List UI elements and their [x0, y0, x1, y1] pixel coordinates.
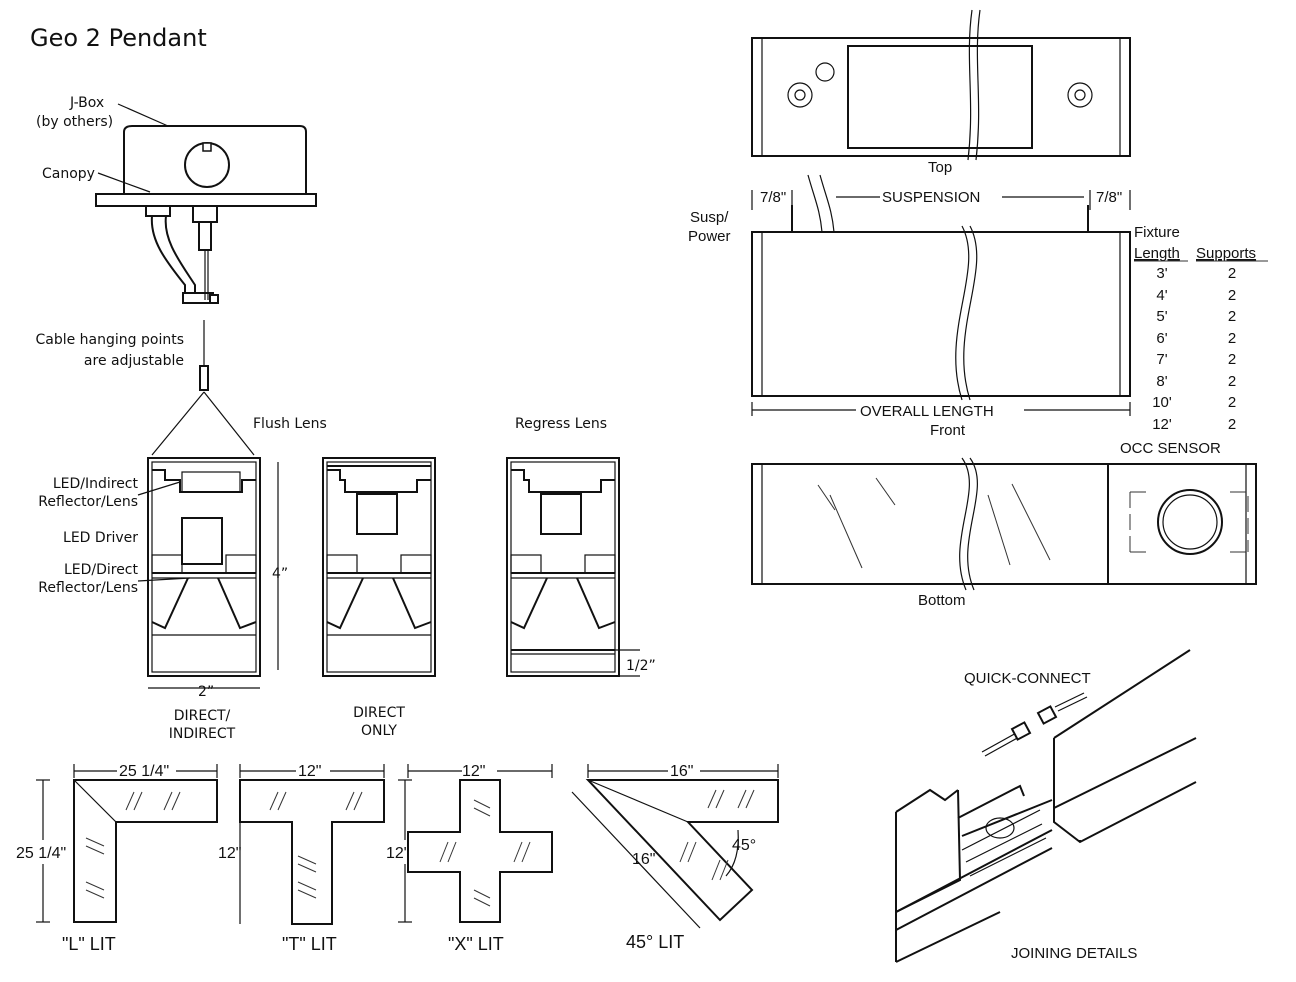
- table-row-supports: 2: [1228, 308, 1236, 325]
- table-header-fixture: Fixture: [1134, 224, 1180, 241]
- l-config-drawing: [36, 764, 218, 923]
- susp-power-label: Susp/: [690, 209, 729, 226]
- suspension-dimension: SUSPENSION: [882, 189, 980, 206]
- led-direct-label: LED/Direct: [64, 562, 139, 578]
- led-direct-label-2: Reflector/Lens: [38, 580, 138, 596]
- x-config-drawing: [398, 764, 553, 923]
- x-config-height-dimension: 12": [386, 845, 409, 862]
- section-regress-lens: [506, 457, 640, 677]
- t-config-label: "T" LIT: [282, 934, 337, 954]
- direct-only-caption: DIRECT: [353, 705, 405, 721]
- front-view-drawing: [751, 174, 1131, 416]
- regress-depth-dimension: 1/2”: [626, 658, 656, 674]
- t-config-height-dimension: 12": [218, 845, 241, 862]
- table-row-length: 10': [1152, 394, 1172, 411]
- top-view-label: Top: [928, 159, 952, 176]
- jbox-by-others-label: (by others): [36, 114, 113, 130]
- l-config-height-dimension: 25 1/4": [16, 845, 66, 862]
- supports-table: Fixture Length Supports 3' 2 4' 2 5' 2 6…: [1134, 224, 1268, 433]
- table-row-length: 6': [1156, 330, 1167, 347]
- regress-lens-label: Regress Lens: [515, 416, 607, 432]
- x-config-width-dimension: 12": [462, 763, 485, 780]
- table-row-length: 5': [1156, 308, 1167, 325]
- offset-right-dimension: 7/8": [1096, 189, 1122, 206]
- table-row-supports: 2: [1228, 394, 1236, 411]
- suspension-cable: [151, 320, 255, 456]
- height-dimension: 4”: [272, 566, 288, 582]
- 45-config-label: 45° LIT: [626, 932, 684, 952]
- front-view-label: Front: [930, 422, 966, 439]
- cable-note-line2: are adjustable: [84, 353, 184, 369]
- direct-indirect-caption-2: INDIRECT: [169, 726, 236, 742]
- section-direct-indirect: [137, 457, 279, 689]
- joining-details-label: JOINING DETAILS: [1011, 945, 1137, 962]
- table-row-supports: 2: [1228, 416, 1236, 433]
- bottom-view-label: Bottom: [918, 592, 966, 609]
- l-config-width-dimension: 25 1/4": [119, 763, 169, 780]
- t-config-drawing: [239, 764, 385, 925]
- susp-power-label-2: Power: [688, 228, 731, 245]
- 45-config-diagonal-dimension: 16": [632, 851, 655, 868]
- 45-config-width-dimension: 16": [670, 763, 693, 780]
- table-row-length: 4': [1156, 287, 1167, 304]
- occ-sensor-label: OCC SENSOR: [1120, 440, 1221, 457]
- 45-config-angle-label: 45°: [732, 837, 756, 854]
- top-view-drawing: [751, 9, 1131, 161]
- t-config-width-dimension: 12": [298, 763, 321, 780]
- canopy-mount-drawing: [95, 103, 317, 304]
- table-row-length: 8': [1156, 373, 1167, 390]
- page-title: Geo 2 Pendant: [30, 24, 207, 52]
- offset-left-dimension: 7/8": [760, 189, 786, 206]
- table-row-supports: 2: [1228, 330, 1236, 347]
- quick-connect-label: QUICK-CONNECT: [964, 670, 1091, 687]
- jbox-label: J-Box: [69, 95, 104, 111]
- table-row-supports: 2: [1228, 265, 1236, 282]
- table-header-length: Length: [1134, 245, 1180, 262]
- canopy-label: Canopy: [42, 166, 95, 182]
- led-driver-label: LED Driver: [63, 530, 138, 546]
- table-row-supports: 2: [1228, 373, 1236, 390]
- 45-config-drawing: [571, 764, 779, 929]
- x-config-label: "X" LIT: [448, 934, 504, 954]
- led-indirect-label: LED/Indirect: [53, 476, 139, 492]
- table-row-length: 7': [1156, 351, 1167, 368]
- direct-indirect-caption: DIRECT/: [174, 708, 231, 724]
- joining-details-drawing: [895, 649, 1197, 963]
- table-row-length: 3': [1156, 265, 1167, 282]
- flush-lens-label: Flush Lens: [253, 416, 327, 432]
- table-row-supports: 2: [1228, 287, 1236, 304]
- bottom-view-drawing: [751, 457, 1257, 591]
- table-header-supports: Supports: [1196, 245, 1256, 262]
- overall-length-dimension: OVERALL LENGTH: [860, 403, 994, 420]
- width-dimension: 2”: [198, 684, 214, 700]
- direct-only-caption-2: ONLY: [361, 723, 397, 739]
- cable-note-line1: Cable hanging points: [35, 332, 184, 348]
- section-direct-only: [322, 457, 436, 677]
- table-row-supports: 2: [1228, 351, 1236, 368]
- l-config-label: "L" LIT: [62, 934, 116, 954]
- led-indirect-label-2: Reflector/Lens: [38, 494, 138, 510]
- table-row-length: 12': [1152, 416, 1172, 433]
